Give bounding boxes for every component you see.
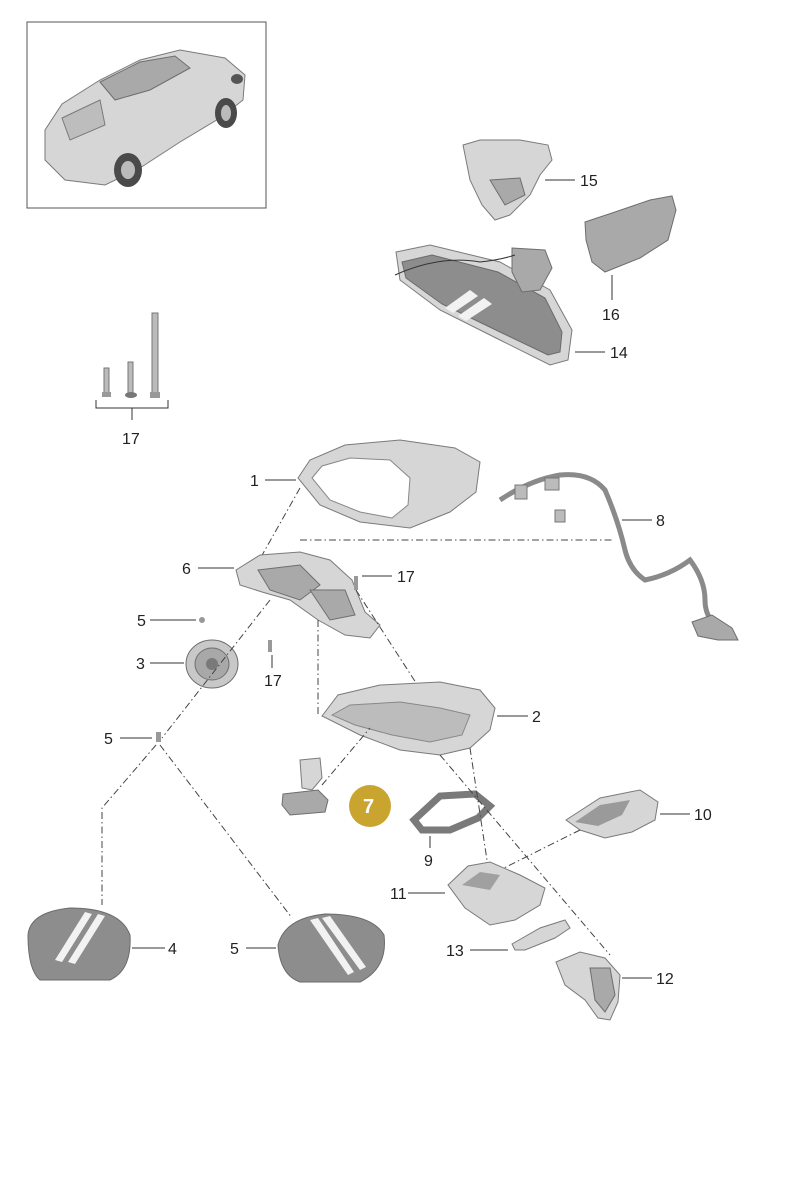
callout-11: 11 — [390, 886, 407, 903]
part-17-screw-right: 17 — [354, 569, 415, 590]
callout-3: 3 — [136, 656, 145, 673]
part-4-mirror-glass: 4 — [27, 907, 177, 981]
dash-screw-to-glass-left — [101, 744, 157, 905]
callout-17-lower: 17 — [264, 673, 282, 690]
part-15-mount-cover: 15 — [462, 139, 598, 221]
callout-17-right: 17 — [397, 569, 415, 586]
part-17-screw-lower: 17 — [264, 640, 282, 690]
dash-10-to-11 — [499, 829, 581, 871]
part-3-motor: 3 — [136, 639, 239, 689]
part-14-interior-mirror: 14 — [394, 244, 628, 366]
part-9-frame: 9 — [409, 790, 496, 870]
vehicle-thumbnail — [26, 21, 267, 209]
callout-6: 6 — [182, 561, 191, 578]
callout-1: 1 — [250, 473, 259, 490]
dash-screw-to-housing — [355, 589, 441, 721]
part-13-bracket: 13 — [446, 919, 571, 960]
dash-housing-to-parts — [439, 754, 611, 956]
part-10-cover-trim: 10 — [565, 789, 712, 839]
part-16-lower-cover: 16 — [584, 195, 677, 324]
part-1-mirror-cap: 1 — [250, 439, 481, 529]
callout-12: 12 — [656, 971, 674, 988]
part-2-mirror-housing: 2 — [321, 681, 541, 756]
dash-screw-to-glass-right — [159, 744, 293, 919]
part-17-screws: 17 — [95, 312, 169, 448]
callout-5-upper: 5 — [137, 613, 146, 630]
callout-5-middle: 5 — [104, 731, 113, 748]
callout-14: 14 — [610, 345, 628, 362]
part-6-mirror-base: 6 — [182, 551, 381, 639]
part-5-screw-upper: 5 — [137, 613, 205, 630]
callout-10: 10 — [694, 807, 712, 824]
part-8-wiring-harness: 8 — [498, 472, 739, 641]
part-12-base-foot: 12 — [555, 951, 674, 1021]
callout-13: 13 — [446, 943, 464, 960]
highlight-badge — [349, 785, 391, 827]
callout-17-screws: 17 — [122, 431, 140, 448]
part-11-lower-cover: 11 — [390, 861, 546, 926]
callout-7: 7 — [363, 796, 374, 818]
callout-2: 2 — [532, 709, 541, 726]
callout-15: 15 — [580, 173, 598, 190]
callout-9: 9 — [424, 853, 433, 870]
part-5-screw-middle: 5 — [104, 731, 161, 748]
callout-8: 8 — [656, 513, 665, 530]
callout-16: 16 — [602, 307, 620, 324]
dash-base-to-motor — [161, 599, 271, 739]
part-5-mirror-glass: 5 — [230, 913, 385, 983]
callout-4: 4 — [168, 941, 177, 958]
part-7-light-unit: 7 — [281, 727, 391, 827]
callout-5-glass: 5 — [230, 941, 239, 958]
